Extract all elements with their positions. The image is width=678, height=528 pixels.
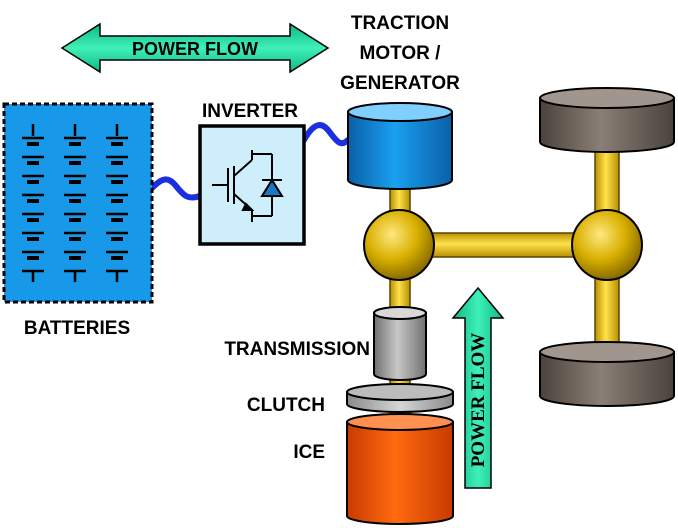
igbt-symbol-icon: [212, 150, 284, 222]
power-flow-horizontal-arrow: POWER FLOW: [60, 22, 330, 74]
traction-label-line1: TRACTION: [351, 13, 449, 34]
inverter-motor-cable: [301, 122, 351, 147]
clutch: [346, 383, 454, 413]
power-flow-vertical-arrow: POWER FLOW: [451, 286, 505, 489]
transmission-label: TRANSMISSION: [224, 339, 370, 360]
power-flow-top-label: POWER FLOW: [132, 39, 258, 59]
wheel-bottom: [539, 341, 675, 407]
clutch-label: CLUTCH: [247, 395, 325, 416]
battery-inverter-cable: [149, 176, 203, 201]
ice-label: ICE: [293, 442, 325, 463]
traction-label-line2: MOTOR /: [360, 43, 442, 64]
front-differential: [363, 209, 435, 281]
batteries-label: BATTERIES: [24, 318, 130, 339]
inverter-box: [198, 124, 306, 246]
battery-pack: [2, 102, 154, 304]
traction-motor-generator: [347, 102, 453, 190]
battery-cell-symbols: [22, 124, 128, 282]
internal-combustion-engine: [346, 413, 454, 525]
traction-label-line3: GENERATOR: [340, 73, 460, 94]
inverter-label: INVERTER: [202, 101, 298, 122]
wheel-top: [539, 87, 675, 153]
power-flow-vertical-label: POWER FLOW: [468, 333, 489, 468]
rear-differential: [571, 209, 643, 281]
transmission: [373, 306, 427, 381]
drive-shaft: [429, 232, 579, 258]
